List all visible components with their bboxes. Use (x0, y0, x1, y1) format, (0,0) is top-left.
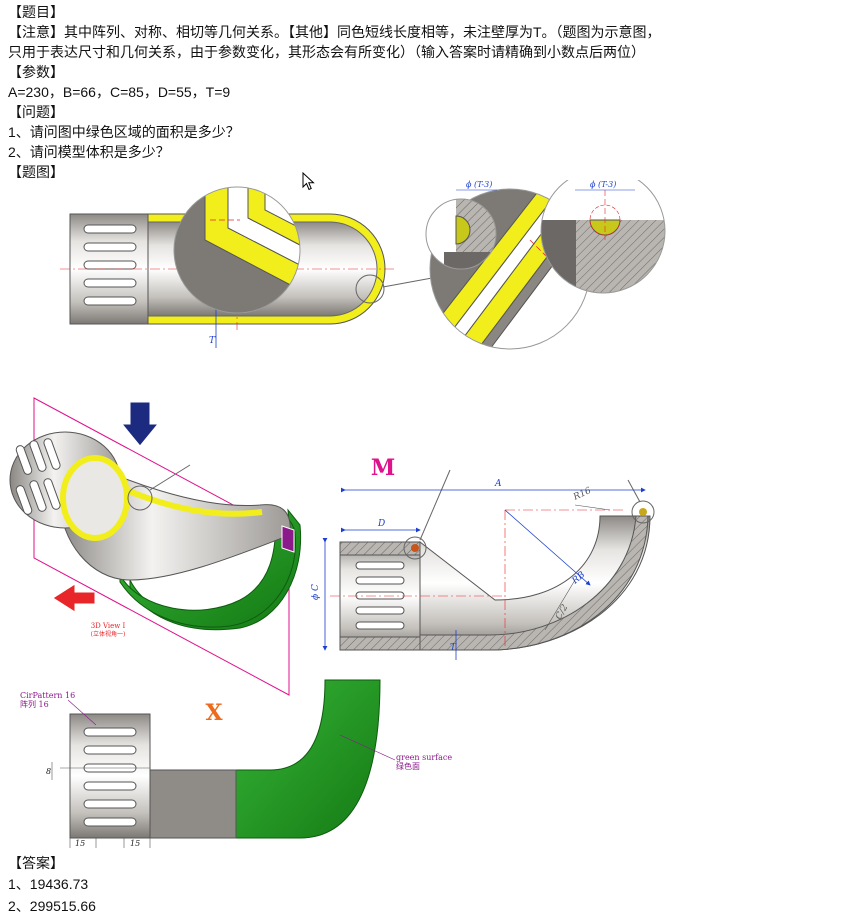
mouse-cursor-icon (302, 172, 315, 191)
label-3d-view: 3D View I (91, 622, 126, 630)
view-arrow-x-icon (52, 583, 96, 613)
answer-1: 1、19436.73 (8, 876, 89, 892)
heading-answer: 【答案】 (8, 855, 64, 871)
view-label-x: X (205, 700, 223, 726)
dim-t3-right: ϕ (T-3) (590, 180, 616, 189)
answer-2: 2、299515.66 (8, 898, 96, 914)
heading-questions: 【问题】 (8, 104, 64, 120)
dim-15-right: 15 (130, 839, 140, 848)
question-1: 1、请问图中绿色区域的面积是多少？ (8, 124, 240, 140)
green-surface (235, 679, 381, 839)
view-arrow-z-icon (120, 401, 160, 447)
heading-figure: 【题图】 (8, 164, 64, 180)
label-pattern-en: CirPattern 16 (20, 691, 75, 700)
view-arrow-m-icon (281, 525, 295, 553)
heading-params: 【参数】 (8, 64, 64, 80)
label-green-cn: 绿色面 (396, 761, 420, 771)
z-view: Z T (60, 186, 591, 350)
params-line: A=230，B=66，C=85，D=55，T=9 (8, 84, 231, 100)
dim-t3-left: ϕ (T-3) (466, 180, 492, 189)
dim-t-z: T (209, 336, 216, 346)
x-view: X 8 15 15 CirPattern 16 阵列 16 green surf… (20, 679, 452, 848)
dim-d: D (377, 519, 385, 529)
dim-r16: R16 (571, 486, 593, 503)
dim-8: 8 (46, 767, 51, 776)
dim-c: ϕ C (311, 584, 321, 600)
dim-15-left: 15 (75, 839, 85, 848)
wall-section (419, 515, 649, 651)
label-3d-view-cn: (立体视角一) (91, 630, 126, 638)
label-pattern-cn: 阵列 16 (20, 699, 49, 709)
note-line-2: 只用于表达尺寸和几何关系，由于参数变化，其形态会有所变化）（输入答案时请精确到小… (8, 44, 645, 60)
technical-drawing: Z T (9, 180, 666, 848)
dim-a: A (494, 479, 502, 489)
view-label-m: M (371, 455, 395, 481)
question-2: 2、请问模型体积是多少？ (8, 144, 170, 160)
note-line-1: 【注意】其中阵列、对称、相切等几何关系。【其他】同色短线长度相等，未注壁厚为T。… (8, 24, 661, 40)
heading-title: 【题目】 (8, 4, 64, 20)
label-green-en: green surface (396, 753, 452, 762)
dim-t-m: T (450, 643, 457, 653)
3d-view: 3D View I (立体视角一) (9, 186, 302, 696)
